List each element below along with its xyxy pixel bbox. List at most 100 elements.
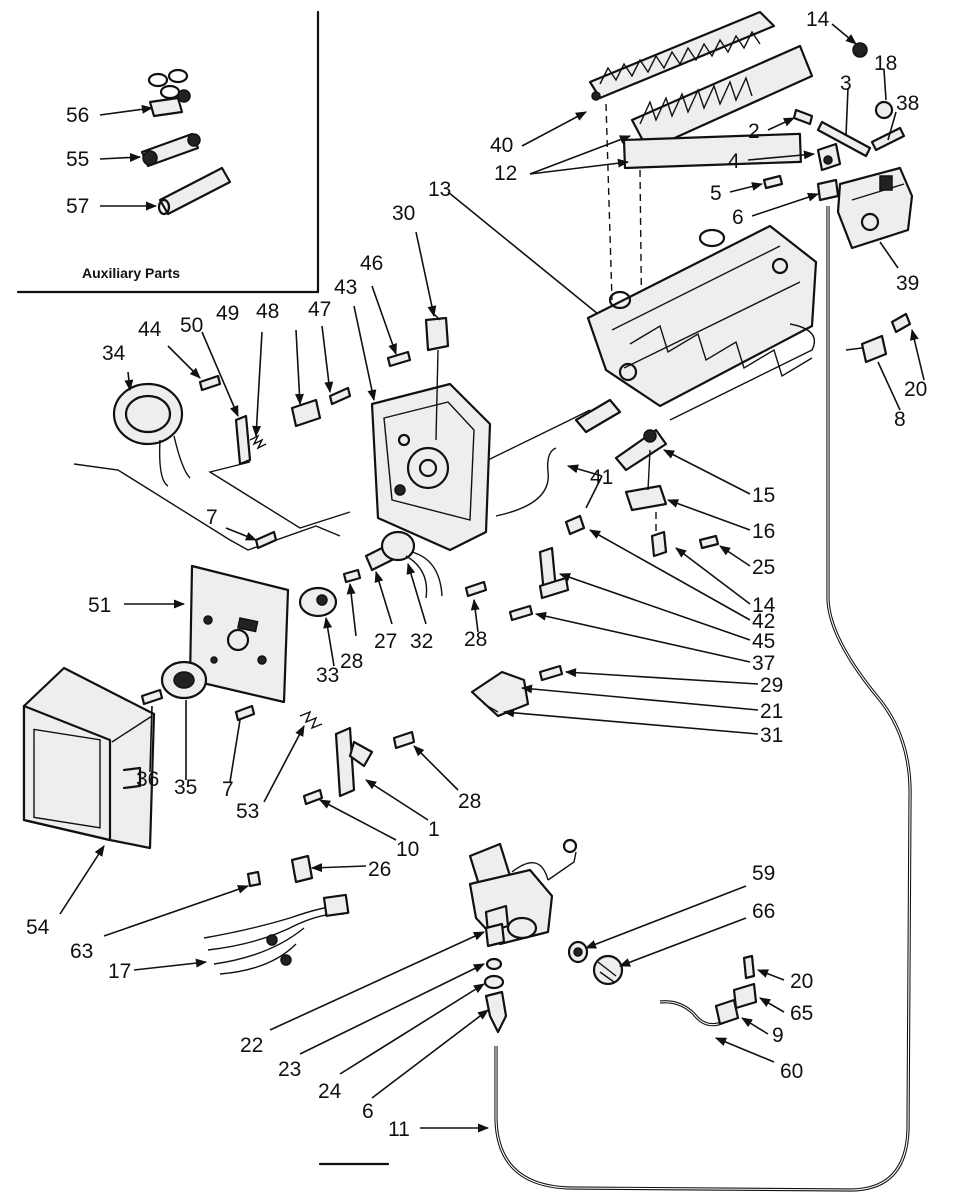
callout-35: 35: [174, 776, 197, 799]
callout-29: 29: [760, 674, 783, 697]
part-14-screw-top: [852, 42, 868, 58]
part-37-screw: [508, 604, 534, 622]
callout-38: 38: [896, 92, 919, 115]
callout-37: 37: [752, 652, 775, 675]
part-35-gear: [160, 660, 208, 700]
callout-63: 63: [70, 940, 93, 963]
callout-16: 16: [752, 520, 775, 543]
part-17-wire-harness: [203, 893, 350, 975]
callout-44: 44: [138, 318, 162, 341]
part-49-spring: [249, 434, 267, 450]
part-40-ejector-blades: [588, 10, 776, 101]
part-15-thermostat: [614, 428, 668, 472]
callout-60: 60: [780, 1060, 803, 1083]
callout-3: 3: [840, 72, 852, 95]
part-18-clip: [874, 100, 894, 120]
part-66-fitting: [592, 954, 624, 986]
assembly-line-40: [605, 103, 613, 301]
callout-7-top: 7: [206, 506, 218, 529]
part-7-screw-bottom: [234, 704, 256, 722]
part-8-clamp: [845, 334, 888, 364]
part-26-grommet: [290, 854, 314, 884]
callout-8: 8: [894, 408, 906, 431]
callout-12: 12: [494, 162, 517, 185]
part-5-screw: [762, 174, 784, 190]
callout-25: 25: [752, 556, 775, 579]
callout-50: 50: [180, 314, 203, 337]
part-6-grommet-top: [816, 178, 840, 202]
callout-39: 39: [896, 272, 919, 295]
part-20-screw-top: [890, 312, 912, 334]
callout-6-top: 6: [732, 206, 744, 229]
callout-21: 21: [760, 700, 783, 723]
part-28-screw-c: [392, 730, 416, 750]
part-42-nut: [564, 514, 586, 536]
part-14-screw-mid: [650, 530, 668, 558]
valve-assembly: [468, 838, 578, 946]
part-11-water-tube: [494, 206, 912, 1192]
callout-56: 56: [66, 104, 89, 127]
callout-15: 15: [752, 484, 775, 507]
part-21-bracket: [470, 670, 530, 718]
part-29-screw: [538, 664, 564, 682]
part-43-housing: [370, 382, 492, 552]
motor-wire-run: [73, 463, 341, 551]
housing-wire: [487, 409, 591, 461]
callout-48: 48: [256, 300, 279, 323]
assembly-line-15: [647, 449, 651, 491]
callout-59: 59: [752, 862, 775, 885]
housing-wire-2: [495, 447, 557, 517]
callout-4: 4: [728, 150, 740, 173]
part-13-ice-mold: [574, 224, 818, 434]
callout-2: 2: [748, 120, 760, 143]
callout-14-mid: 14: [752, 594, 776, 617]
callout-28-b: 28: [464, 628, 487, 651]
part-7-screw-top: [254, 530, 278, 550]
part-3-shaft: [816, 120, 872, 158]
callout-43: 43: [334, 276, 357, 299]
callout-51: 51: [88, 594, 111, 617]
callout-34: 34: [102, 342, 126, 365]
callout-18: 18: [874, 52, 897, 75]
auxiliary-parts-caption: Auxiliary Parts: [82, 265, 180, 281]
part-32-motor-gear: [380, 530, 443, 599]
leader-lines: [59, 23, 925, 1133]
callout-32: 32: [410, 630, 433, 653]
callout-53: 53: [236, 800, 259, 823]
motor-wire-run-2: [208, 461, 351, 529]
callout-numbers: 56 55 57 14 18 3 38 2 40 12 4 5 6 13 30 …: [26, 8, 927, 1141]
part-45-bracket: [538, 546, 570, 600]
part-16-clip: [624, 484, 668, 512]
callout-47: 47: [308, 298, 331, 321]
callout-65: 65: [790, 1002, 813, 1025]
part-55-compression-nut: [140, 132, 201, 168]
part-28-screw-a: [342, 568, 362, 584]
part-39-fill-cup: [836, 166, 914, 250]
callout-49: 49: [216, 302, 239, 325]
callout-26: 26: [368, 858, 391, 881]
part-54-front-cover: [22, 666, 156, 850]
callout-57: 57: [66, 195, 89, 218]
callout-66: 66: [752, 900, 775, 923]
part-59-washer: [567, 940, 589, 964]
callout-11: 11: [388, 1118, 410, 1141]
part-44-screw: [198, 374, 222, 392]
part-25-screw: [698, 534, 720, 550]
part-30-switch: [424, 309, 450, 352]
callout-36: 36: [136, 768, 159, 791]
part-20-screw-bottom: [742, 954, 756, 980]
callout-27: 27: [374, 630, 397, 653]
part-46-screw: [386, 350, 412, 368]
callout-40: 40: [490, 134, 513, 157]
part-4-bracket: [816, 142, 842, 172]
assembly-line-30: [435, 349, 439, 441]
callout-6-bottom: 6: [362, 1100, 374, 1123]
callout-41: 41: [590, 466, 613, 489]
part-23-washer: [485, 957, 503, 971]
callout-45: 45: [752, 630, 775, 653]
part-2-screw: [792, 108, 814, 126]
part-1-shut-off-arm: [334, 726, 374, 798]
part-57-tube-insert: [157, 166, 232, 216]
callout-13: 13: [428, 178, 451, 201]
